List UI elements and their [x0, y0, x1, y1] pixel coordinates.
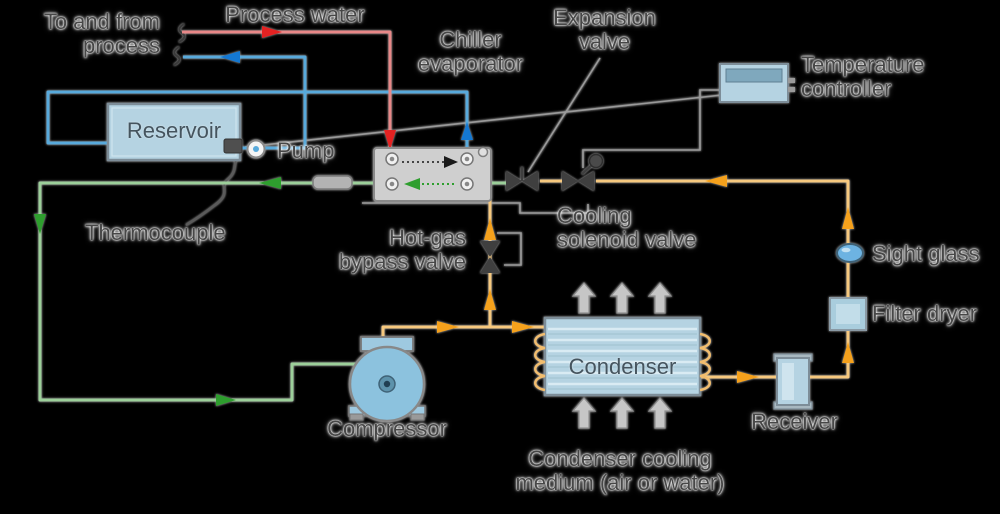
- liquid-up-arrow-2: [842, 342, 854, 363]
- label-line: controller: [801, 75, 892, 101]
- temperature-controller-box: [719, 63, 795, 103]
- condenser-out-arrow: [737, 371, 759, 383]
- controller-display: [725, 68, 783, 83]
- gauge-icon: [477, 146, 489, 158]
- label-filter-dryer: Filter dryer: [872, 301, 978, 326]
- controller-terminal: [788, 87, 795, 92]
- label-line: Condenser cooling: [528, 446, 712, 471]
- evaporator-flow-left-arrow: [404, 178, 420, 190]
- label-cooling-solenoid-valve: Cooling solenoid valve: [557, 204, 696, 252]
- chilled-water-loop-pipe: [46, 90, 469, 152]
- solenoid-coil: [588, 153, 604, 169]
- air-up-arrow-icon: [571, 282, 597, 314]
- compressor-unit: [348, 336, 426, 423]
- controller-solenoid-wire: [582, 89, 722, 168]
- air-up-arrow-icon: [609, 397, 635, 429]
- process-supply-pipe: [183, 55, 307, 150]
- label-line: Expansion: [553, 5, 656, 30]
- suction-line-pipe: [38, 181, 376, 402]
- evaporator-drain-pan: [362, 202, 589, 214]
- condenser-fins: [548, 327, 697, 386]
- filter-dryer-icon: [829, 297, 867, 331]
- label-line: solenoid valve: [557, 226, 697, 252]
- label-condenser-cooling-medium: Condenser cooling medium (air or water): [460, 447, 780, 495]
- air-up-arrow-icon: [647, 282, 673, 314]
- evaporator-out-up-arrow: [461, 122, 473, 140]
- label-hot-gas-bypass-valve: Hot-gas bypass valve: [318, 226, 466, 274]
- condenser-fin-shadows: [548, 333, 697, 390]
- discharge-right-arrow-2: [512, 321, 534, 333]
- reservoir-fitting: [223, 138, 243, 154]
- label-line: evaporator: [417, 50, 524, 76]
- supply-left-arrow: [220, 51, 240, 63]
- cooling-solenoid-valve-icon: [562, 153, 604, 191]
- label-thermocouple: Thermocouple: [85, 220, 226, 245]
- controller-thermocouple-wire: [244, 94, 723, 148]
- label-receiver: Receiver: [751, 409, 838, 434]
- bypass-up-arrow-1: [484, 218, 496, 240]
- thermocouple-wire: [185, 149, 243, 226]
- control-wires: [244, 57, 723, 266]
- evaporator-in-down-arrow: [384, 130, 396, 150]
- suction-left-arrow: [259, 177, 281, 189]
- label-condenser: Condenser: [568, 354, 677, 379]
- evaporator-flow-right-arrow: [444, 156, 458, 168]
- flow-arrows: [34, 26, 854, 406]
- label-process-water: Process water: [225, 2, 365, 27]
- label-reservoir: Reservoir: [126, 118, 222, 143]
- expansion-valve-icon: [506, 167, 538, 191]
- label-line: medium (air or water): [515, 469, 725, 495]
- label-sight-glass: Sight glass: [872, 241, 980, 266]
- evaporator-unit: [373, 146, 492, 202]
- air-up-arrow-icon: [647, 397, 673, 429]
- label-line: Temperature: [801, 52, 925, 77]
- return-right-arrow: [262, 26, 282, 38]
- condenser-unit: [534, 316, 711, 397]
- label-line: To and from: [43, 9, 160, 34]
- expansion-valve-leader-line: [527, 57, 601, 173]
- label-line: Hot-gas: [388, 225, 466, 250]
- hot-gas-bypass-valve-icon: [480, 241, 500, 273]
- label-pump: Pump: [277, 138, 335, 163]
- condenser-coil-left: [534, 332, 546, 392]
- pipe-break-squiggle-bottom: [173, 46, 181, 66]
- liquid-left-arrow: [705, 175, 727, 187]
- receiver-tank: [773, 353, 813, 410]
- label-line: Cooling: [557, 203, 632, 228]
- condenser-airflow-arrows: [571, 282, 673, 429]
- label-line: valve: [578, 28, 631, 54]
- controller-terminal: [788, 78, 795, 83]
- evaporator-port-bolts: [389, 156, 470, 187]
- label-temperature-controller: Temperature controller: [801, 53, 925, 101]
- air-up-arrow-icon: [609, 282, 635, 314]
- suction-right-arrow: [216, 394, 236, 406]
- sight-glass-icon: [836, 243, 864, 263]
- air-up-arrow-icon: [571, 397, 597, 429]
- bypass-equalizer-line: [497, 232, 522, 266]
- liquid-up-arrow-1: [842, 207, 854, 229]
- label-line: bypass valve: [338, 248, 466, 274]
- suction-muffler: [312, 175, 353, 190]
- label-compressor: Compressor: [327, 416, 447, 441]
- label-to-and-from-process: To and from process: [10, 10, 160, 58]
- discharge-right-arrow-1: [437, 321, 459, 333]
- process-return-pipe: [182, 30, 392, 152]
- label-expansion-valve: Expansion valve: [537, 6, 672, 54]
- reservoir-tank: [106, 102, 243, 162]
- label-chiller-evaporator: Chiller evaporator: [388, 28, 553, 76]
- suction-down-arrow: [34, 214, 46, 234]
- condenser-coil-right: [699, 332, 711, 392]
- pump-icon: [246, 139, 266, 159]
- label-line: process: [82, 32, 160, 58]
- bypass-up-arrow-2: [484, 289, 496, 310]
- label-line: Chiller: [439, 27, 502, 52]
